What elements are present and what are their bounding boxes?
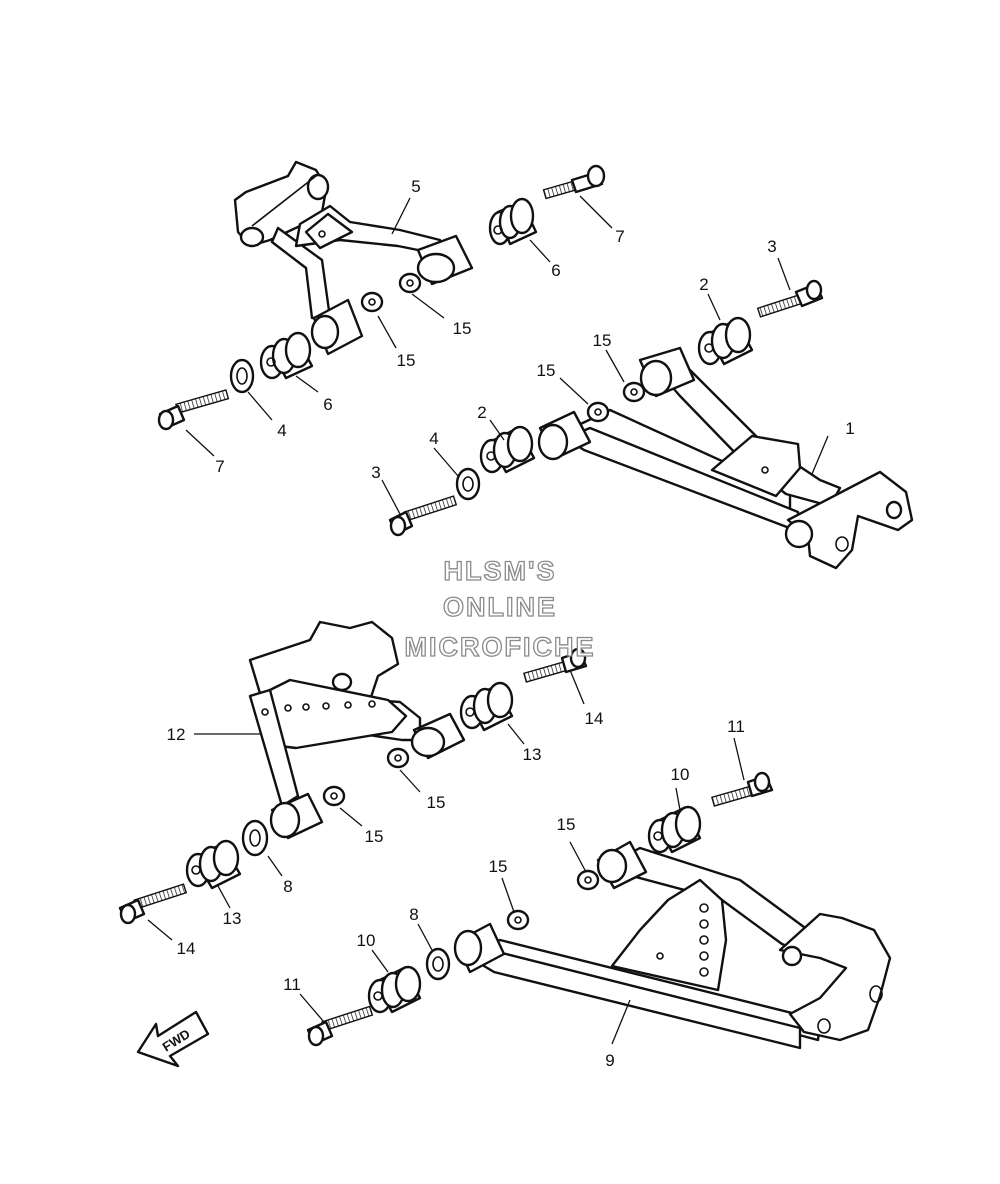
callout-15-h[interactable]: 15	[489, 857, 508, 876]
callout-15-b[interactable]: 15	[397, 351, 416, 370]
bolt-part-14-top	[523, 647, 588, 683]
callout-9[interactable]: 9	[605, 1051, 614, 1070]
upper-arm-left-part-5	[233, 160, 474, 356]
callout-8-right[interactable]: 8	[409, 905, 418, 924]
bolt-part-11-right	[711, 771, 774, 807]
callout-2-lower[interactable]: 2	[477, 403, 486, 422]
washer-part-4-left	[229, 358, 255, 394]
bolt-part-3-left	[388, 495, 458, 537]
callout-numbers: 1 2 2 3 3 4 4 5 6 6 7 7 15 15 15 15 12 1…	[167, 177, 855, 1070]
bolt-part-7-top	[542, 164, 606, 200]
callout-11-right[interactable]: 11	[727, 717, 745, 736]
callout-13-top[interactable]: 13	[523, 745, 542, 764]
bushing-part-6-left	[259, 331, 314, 380]
callout-7-top[interactable]: 7	[615, 227, 624, 246]
lower-arm-part-9	[453, 840, 892, 1050]
bushing-part-10-left	[367, 965, 422, 1014]
nut-part-15-h	[506, 909, 530, 931]
nut-part-15-f	[322, 785, 346, 807]
nut-part-15-d	[586, 401, 610, 423]
forward-arrow-icon: FWD	[136, 1010, 210, 1068]
nut-part-15-e	[386, 747, 410, 769]
watermark-line-2: ONLINE	[443, 592, 557, 622]
callout-4-left[interactable]: 4	[277, 421, 286, 440]
callout-14-top[interactable]: 14	[585, 709, 604, 728]
callout-5[interactable]: 5	[411, 177, 420, 196]
bolt-part-7-left	[157, 389, 230, 431]
nut-part-15-a	[398, 272, 422, 294]
bushing-part-10-right	[647, 805, 702, 854]
callout-15-d[interactable]: 15	[537, 361, 556, 380]
callout-7-left[interactable]: 7	[215, 457, 224, 476]
callout-8-left[interactable]: 8	[283, 877, 292, 896]
callout-3-lower[interactable]: 3	[371, 463, 380, 482]
bolt-part-14-left	[118, 883, 188, 925]
callout-15-a[interactable]: 15	[453, 319, 472, 338]
watermark-line-3: MICROFICHE	[405, 632, 596, 662]
callout-10-right[interactable]: 10	[671, 765, 690, 784]
washer-part-4-right	[455, 467, 481, 501]
washer-part-8-right	[425, 947, 451, 981]
bolt-part-11-left	[306, 1005, 374, 1047]
callout-6-top[interactable]: 6	[551, 261, 560, 280]
callout-10-left[interactable]: 10	[357, 931, 376, 950]
bushing-part-2-left	[479, 425, 536, 474]
bolt-part-3-right	[756, 279, 824, 318]
bushing-part-13-top	[459, 681, 514, 732]
callout-1[interactable]: 1	[845, 419, 854, 438]
nut-part-15-b	[360, 291, 384, 313]
callout-6-left[interactable]: 6	[323, 395, 332, 414]
leader-lines	[147, 195, 829, 1045]
callout-3-upper[interactable]: 3	[767, 237, 776, 256]
nut-part-15-c	[622, 381, 646, 403]
callout-11-left[interactable]: 11	[283, 975, 301, 994]
callout-15-g[interactable]: 15	[557, 815, 576, 834]
washer-part-8-left	[241, 819, 269, 857]
watermark-line-1: HLSM'S	[444, 556, 557, 586]
bushing-part-13-left	[185, 839, 242, 890]
callout-12[interactable]: 12	[167, 725, 186, 744]
upper-arm-part-12	[248, 620, 466, 840]
callout-2-upper[interactable]: 2	[699, 275, 708, 294]
nut-part-15-g	[576, 869, 600, 891]
bushing-part-2-right	[697, 316, 754, 366]
lower-arm-part-1	[537, 346, 914, 570]
bushing-part-6-top	[488, 197, 538, 246]
callout-15-c[interactable]: 15	[593, 331, 612, 350]
callout-4-right[interactable]: 4	[429, 429, 438, 448]
callout-14-left[interactable]: 14	[177, 939, 196, 958]
callout-13-left[interactable]: 13	[223, 909, 242, 928]
callout-15-f[interactable]: 15	[365, 827, 384, 846]
callout-15-e[interactable]: 15	[427, 793, 446, 812]
watermark: HLSM'S ONLINE MICROFICHE	[404, 555, 596, 662]
